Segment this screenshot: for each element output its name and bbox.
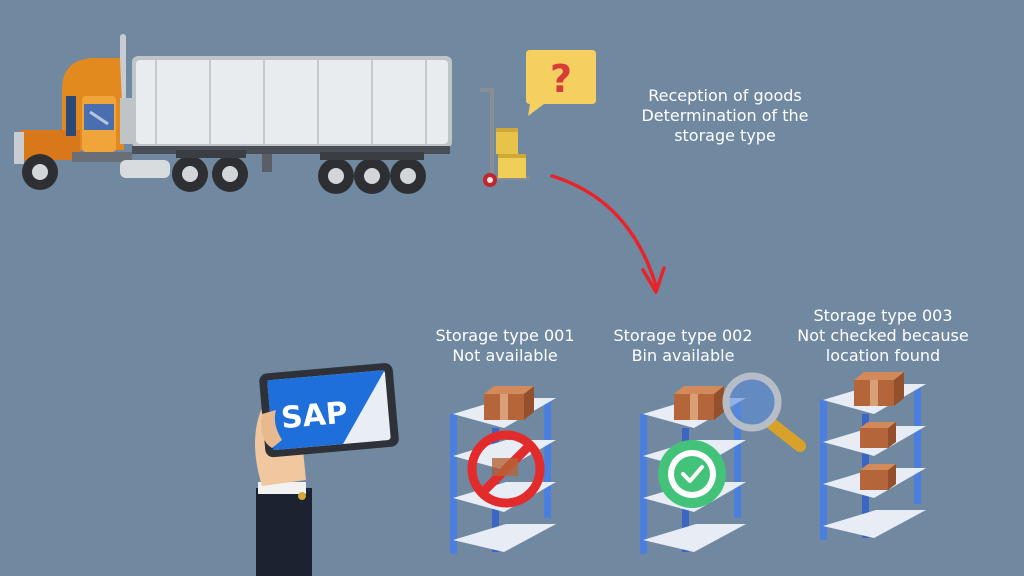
tablet-hand-icon: SAP — [255, 363, 399, 576]
sap-logo-text: SAP — [280, 396, 350, 437]
storage-type-title: Storage type 002 — [613, 326, 753, 345]
magnifier-icon — [722, 372, 806, 452]
box-icon — [860, 464, 896, 490]
storage-type-002-label: Storage type 002 Bin available — [598, 326, 768, 366]
box-icon — [854, 372, 904, 406]
curved-arrow-icon — [550, 174, 666, 294]
reception-line: Determination of the — [641, 106, 809, 125]
question-bubble-icon: ? — [526, 50, 596, 116]
storage-type-003-label: Storage type 003 Not checked because loc… — [788, 306, 978, 366]
storage-type-status: location found — [825, 346, 941, 365]
checkmark-badge-icon — [658, 440, 726, 508]
storage-type-title: Storage type 003 — [813, 306, 953, 325]
storage-type-001-label: Storage type 001 Not available — [420, 326, 590, 366]
forbidden-icon — [467, 430, 545, 508]
question-mark: ? — [550, 57, 572, 101]
storage-type-status: Not checked because — [797, 326, 969, 345]
storage-type-status: Bin available — [631, 346, 735, 365]
truck-icon — [14, 34, 452, 194]
hand-truck-icon — [480, 88, 530, 187]
box-icon — [484, 386, 534, 420]
reception-line: Reception of goods — [648, 86, 802, 105]
box-icon — [674, 386, 724, 420]
storage-type-title: Storage type 001 — [435, 326, 575, 345]
reception-label: Reception of goods Determination of the … — [600, 86, 850, 146]
storage-type-status: Not available — [452, 346, 558, 365]
reception-line: storage type — [674, 126, 776, 145]
box-icon — [860, 422, 896, 448]
shelf-icon — [820, 372, 926, 540]
